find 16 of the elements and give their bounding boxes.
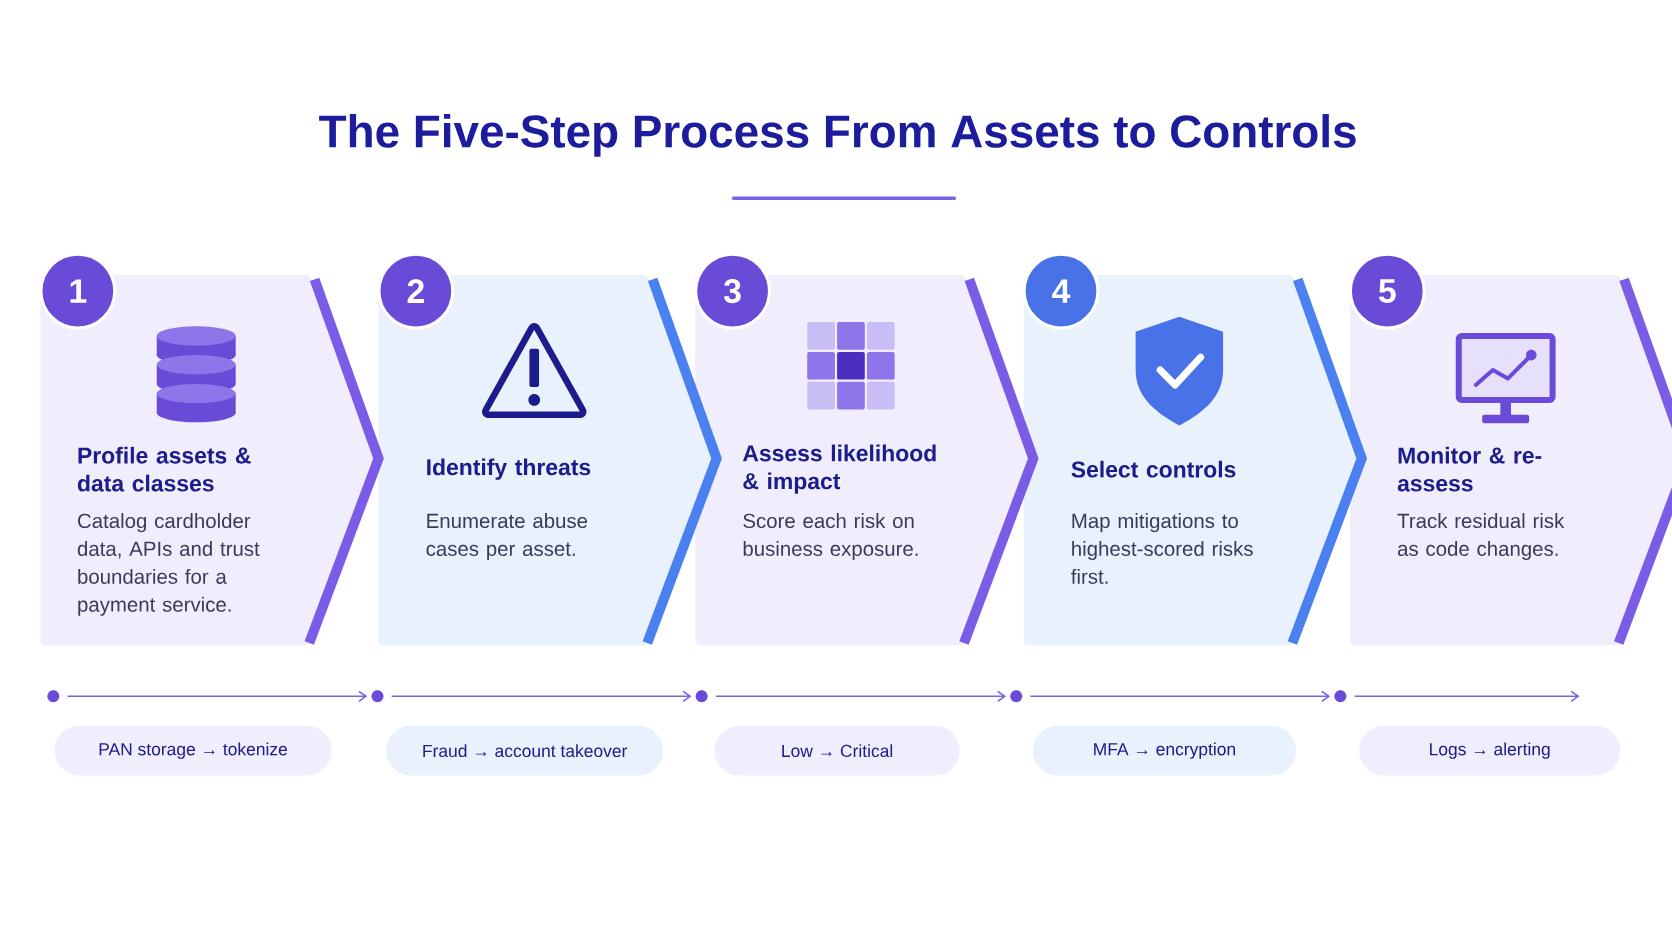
number-badge: 3 [694,253,771,330]
example-pill: PAN storage → tokenize [54,726,332,776]
arrow [1029,690,1331,703]
example-pill: MFA → encryption [1032,726,1296,776]
example-pill: Fraud → account takeover [386,726,664,776]
title: The Five-Step Process From Assets to Controls [319,114,1356,158]
number-badge: 1 [39,253,117,330]
number-badge: 5 [1348,253,1426,330]
arrow [66,690,368,703]
number-badge: 4 [1022,253,1100,330]
arrow [715,690,1007,703]
example-pill: Low → Critical [714,726,960,776]
arrow [390,690,692,703]
number-badge: 2 [377,253,455,330]
example-pill: Logs → alerting [1359,726,1621,776]
arrow [1353,690,1580,703]
